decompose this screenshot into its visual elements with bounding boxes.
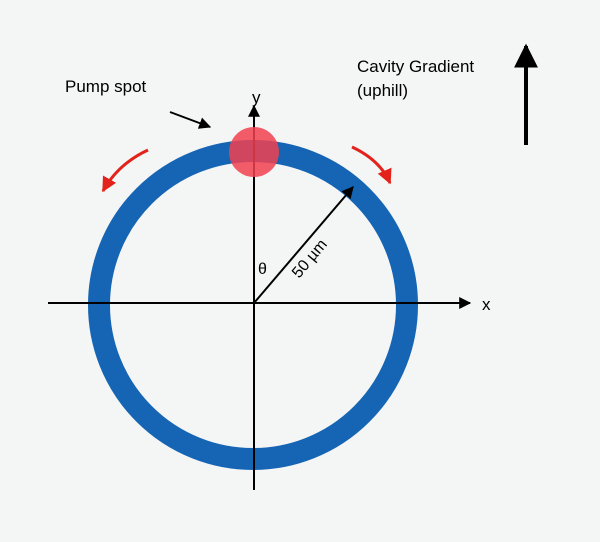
pump-spot-label: Pump spot <box>65 77 147 96</box>
uphill-label: (uphill) <box>357 81 408 100</box>
rotation-arrow-right <box>351 145 392 185</box>
pump-spot-pointer-arrow <box>169 111 212 129</box>
theta-label: θ <box>258 261 267 278</box>
rotation-arrow-left <box>101 148 149 193</box>
radius-arrow <box>253 186 354 304</box>
x-axis-label: x <box>482 295 491 314</box>
radius-label: 50 µm <box>289 236 331 281</box>
pump-spot <box>229 127 279 177</box>
cavity-gradient-label: Cavity Gradient <box>357 57 474 76</box>
y-axis-label: y <box>252 88 261 107</box>
